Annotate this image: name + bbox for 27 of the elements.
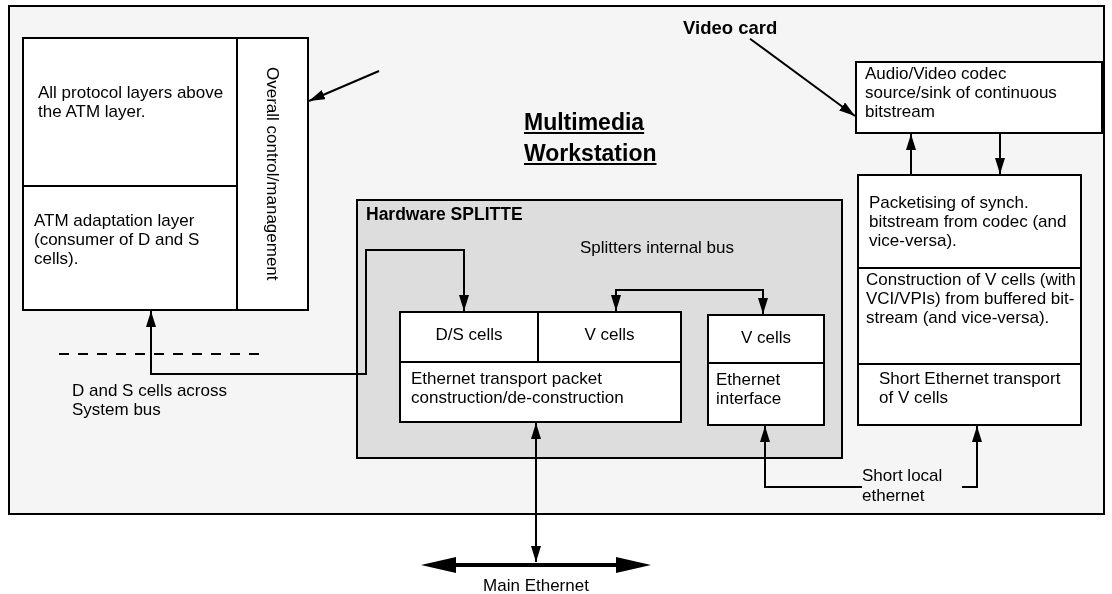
edge-label: D and S cells across System bus — [72, 381, 228, 420]
arrow — [995, 133, 1005, 175]
cell-box: D/S cells — [399, 311, 539, 363]
panel-title: Multimedia Workstation — [524, 108, 658, 169]
layer-box: All protocol layers above the ATM layer. — [22, 37, 238, 187]
bus-label: Main Ethernet — [482, 576, 590, 594]
workstation-panel — [8, 5, 1105, 515]
arrow — [749, 37, 856, 117]
layer-box: ATM adaptation layer (consumer of D and S cells). — [22, 185, 238, 311]
cell-box: V cells — [707, 314, 825, 364]
edge-label: Splitters internal bus — [580, 238, 735, 258]
cell-box: V cells — [537, 311, 682, 363]
callout-text: Video card — [683, 18, 778, 39]
layer-box: Packetising of synch. bitstream from codec (and vice-versa). — [857, 174, 1082, 269]
layer-box: Ethernet interface — [707, 362, 825, 426]
layer-box: Ethernet transport packet construction/de-construction — [399, 361, 682, 423]
arrow — [308, 70, 380, 102]
arrow — [906, 133, 916, 175]
hardware-panel — [356, 199, 843, 459]
arrow — [611, 289, 768, 315]
layer-box: Short Ethernet transport of V cells — [857, 363, 1082, 426]
arrow — [531, 422, 541, 563]
layer-box: Audio/Video codec source/sink of continuous bitstream — [855, 61, 1103, 134]
arrow — [146, 249, 469, 375]
layer-box: Construction of V cells (with VCI/VPIs) from buffered bit-stream (and vice-versa). — [857, 267, 1082, 365]
panel-title: Hardware SPLITTE — [366, 205, 523, 225]
control-box: Overall control/management — [236, 37, 309, 311]
